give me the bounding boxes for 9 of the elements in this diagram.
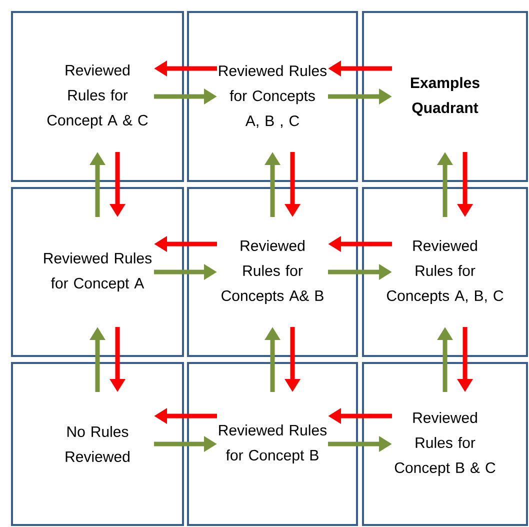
- grid-box: Examples Quadrant: [362, 11, 528, 182]
- grid-box: No Rules Reviewed: [11, 362, 184, 526]
- grid-box: Reviewed Rules for Concept B: [187, 362, 358, 526]
- grid-box: Reviewed Rules for Concepts A& B: [187, 187, 358, 357]
- grid-box: Reviewed Rules for Concept A: [11, 187, 184, 357]
- grid-box: Reviewed Rules for Concept A & C: [11, 11, 184, 182]
- grid-box: Reviewed Rules for Concepts A, B , C: [187, 11, 358, 182]
- grid-box: Reviewed Rules for Concepts A, B, C: [362, 187, 528, 357]
- grid-box: Reviewed Rules for Concept B & C: [362, 362, 528, 526]
